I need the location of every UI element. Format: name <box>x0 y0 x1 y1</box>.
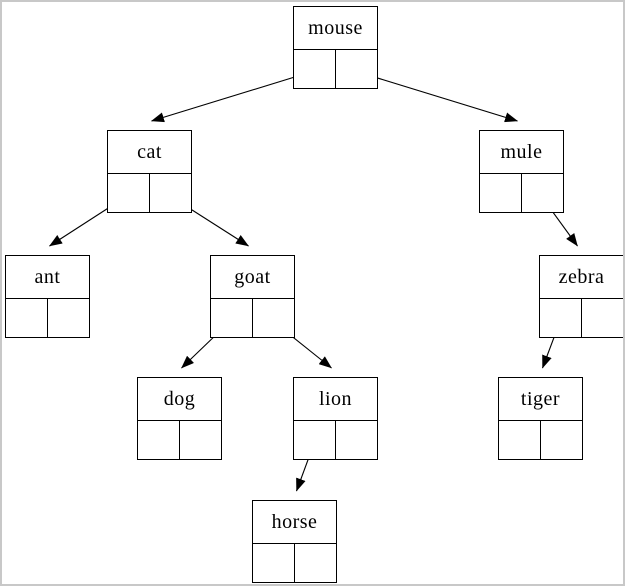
pointer-row <box>480 174 563 212</box>
right-pointer-cell <box>336 50 377 88</box>
left-pointer-cell <box>211 299 253 337</box>
right-pointer-cell <box>541 421 582 459</box>
pointer-row <box>294 50 377 88</box>
node-label: goat <box>211 256 294 299</box>
pointer-row <box>294 421 377 459</box>
pointer-row <box>6 299 89 337</box>
tree-node-tiger: tiger <box>498 377 583 460</box>
node-label: mouse <box>294 7 377 50</box>
left-pointer-cell <box>294 50 336 88</box>
tree-node-cat: cat <box>107 130 192 213</box>
pointer-row <box>211 299 294 337</box>
node-label: horse <box>253 501 336 544</box>
tree-node-ant: ant <box>5 255 90 338</box>
tree-node-horse: horse <box>252 500 337 583</box>
left-pointer-cell <box>108 174 150 212</box>
pointer-row <box>138 421 221 459</box>
node-label: dog <box>138 378 221 421</box>
right-pointer-cell <box>150 174 191 212</box>
right-pointer-cell <box>336 421 377 459</box>
left-pointer-cell <box>138 421 180 459</box>
node-label: zebra <box>540 256 623 299</box>
right-pointer-cell <box>582 299 623 337</box>
tree-node-mouse: mouse <box>293 6 378 89</box>
node-label: tiger <box>499 378 582 421</box>
tree-node-lion: lion <box>293 377 378 460</box>
node-label: cat <box>108 131 191 174</box>
node-label: mule <box>480 131 563 174</box>
tree-node-goat: goat <box>210 255 295 338</box>
right-pointer-cell <box>48 299 89 337</box>
left-pointer-cell <box>499 421 541 459</box>
left-pointer-cell <box>253 544 295 582</box>
node-label: ant <box>6 256 89 299</box>
right-pointer-cell <box>522 174 563 212</box>
tree-node-zebra: zebra <box>539 255 623 338</box>
pointer-row <box>108 174 191 212</box>
left-pointer-cell <box>294 421 336 459</box>
left-pointer-cell <box>540 299 582 337</box>
right-pointer-cell <box>253 299 294 337</box>
tree-node-dog: dog <box>137 377 222 460</box>
right-pointer-cell <box>295 544 336 582</box>
tree-node-mule: mule <box>479 130 564 213</box>
pointer-row <box>499 421 582 459</box>
node-label: lion <box>294 378 377 421</box>
left-pointer-cell <box>6 299 48 337</box>
left-pointer-cell <box>480 174 522 212</box>
pointer-row <box>540 299 623 337</box>
right-pointer-cell <box>180 421 221 459</box>
pointer-row <box>253 544 336 582</box>
